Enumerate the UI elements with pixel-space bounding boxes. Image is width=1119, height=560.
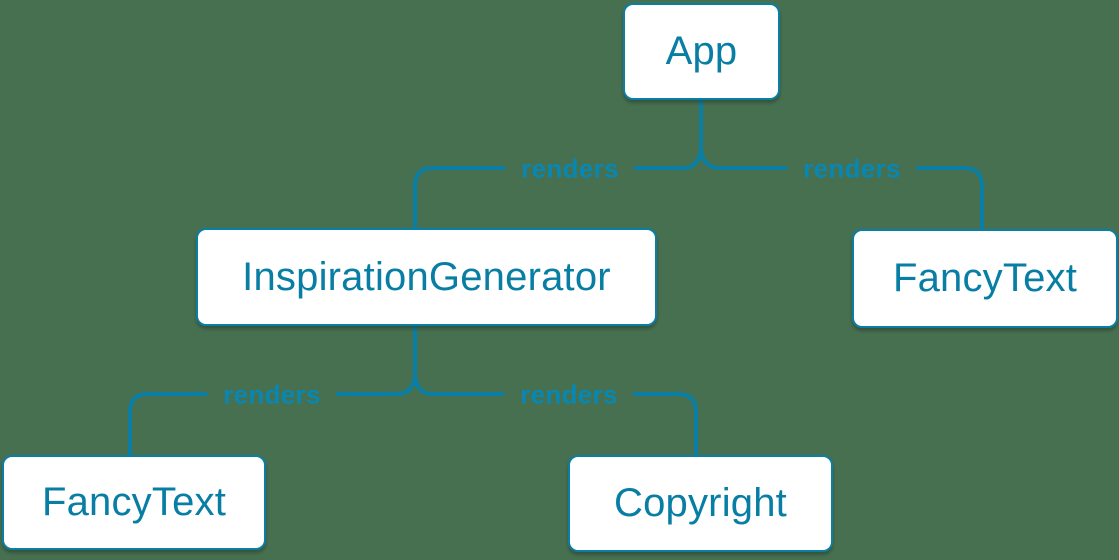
node-fancy-text-bottom-label: FancyText: [41, 480, 227, 524]
node-fancy-text-bottom: FancyText: [2, 455, 266, 550]
edge-label-renders-app-fancytext: renders: [787, 151, 917, 187]
node-inspiration-generator-label: InspirationGenerator: [242, 254, 611, 299]
edge-label-renders-inspirationgenerator-fancytext: renders: [207, 377, 337, 413]
node-fancy-text-top-label: FancyText: [892, 256, 1078, 300]
node-app-label: App: [665, 29, 738, 73]
node-fancy-text-top: FancyText: [852, 229, 1118, 328]
node-app: App: [623, 3, 780, 100]
edge-label-renders-inspirationgenerator-copyright: renders: [504, 377, 634, 413]
node-copyright: Copyright: [568, 455, 833, 552]
node-inspiration-generator: InspirationGenerator: [196, 228, 657, 326]
edge-label-renders-app-inspirationgenerator: renders: [505, 151, 635, 187]
node-copyright-label: Copyright: [614, 481, 787, 525]
